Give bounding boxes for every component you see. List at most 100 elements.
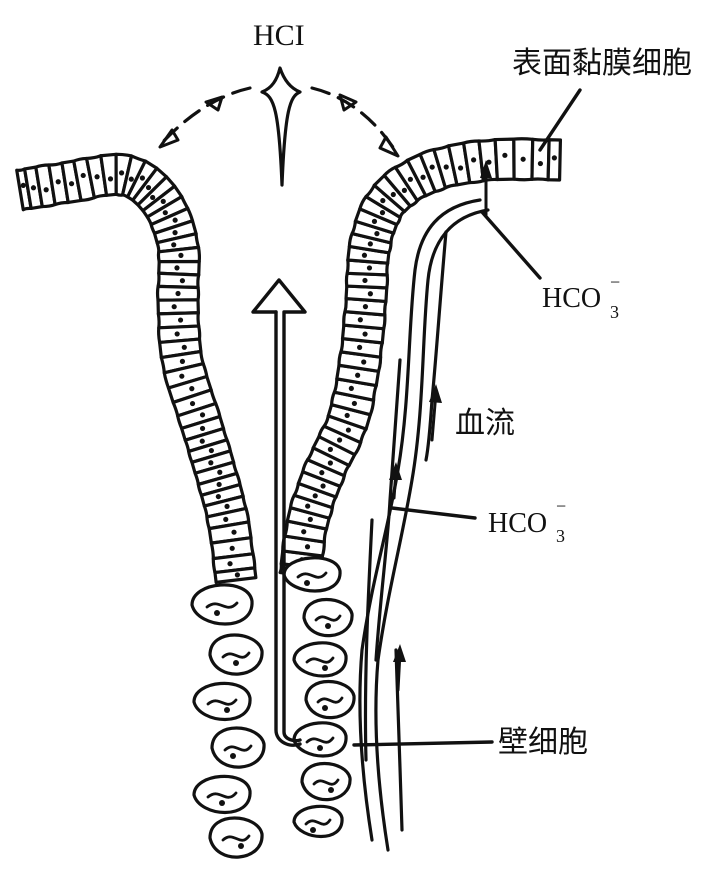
parietal-nucleus xyxy=(214,610,220,616)
parietal-canaliculus xyxy=(221,834,251,842)
right-epithelium-nucleus xyxy=(320,483,326,489)
right-epithelium-nucleus xyxy=(336,437,343,443)
parietal-nucleus xyxy=(224,707,230,713)
left-epithelium-nucleus xyxy=(216,481,222,488)
parietal-nucleus xyxy=(304,580,310,586)
right-epithelium-nucleus xyxy=(327,460,333,466)
left-epithelium-nucleus xyxy=(20,182,26,189)
right-epithelium-nucleus xyxy=(304,544,311,550)
lumen-hcl-arrow xyxy=(251,278,307,747)
parietal-canaliculus xyxy=(206,791,238,799)
left-epithelium-nucleus xyxy=(217,469,223,475)
svg-text:HCO: HCO xyxy=(488,508,547,539)
right-epithelium-nucleus xyxy=(366,265,373,271)
left-epithelium-nucleus xyxy=(208,447,214,454)
parietal-cell-cluster xyxy=(190,556,356,859)
right-epithelium-nucleus xyxy=(305,503,311,509)
right-epithelium-nucleus xyxy=(502,152,508,158)
right-epithelium-nucleus xyxy=(301,529,307,535)
right-epithelium-nucleus xyxy=(361,359,367,365)
left-epithelium-nucleus xyxy=(68,181,75,187)
parietal-nucleus xyxy=(317,745,323,751)
parietal-cell-label: 壁细胞 xyxy=(498,725,588,760)
left-epithelium-nucleus xyxy=(227,561,233,567)
left-epithelium-nucleus xyxy=(128,176,134,182)
left-epithelium-nucleus xyxy=(94,174,100,180)
right-epithelium-nucleus xyxy=(307,516,313,522)
parietal-nucleus xyxy=(230,753,236,759)
parietal-canaliculus xyxy=(305,656,335,664)
parietal-canaliculus xyxy=(305,736,335,744)
left-epithelium-nucleus xyxy=(55,179,61,185)
right-epithelium-nucleus xyxy=(390,191,396,198)
right-epithelium-nucleus xyxy=(357,344,363,350)
left-epithelium-nucleus xyxy=(199,438,205,444)
parietal-nucleus xyxy=(233,660,239,666)
right-epithelium-nucleus xyxy=(537,160,544,167)
right-epithelium-cell xyxy=(493,137,516,182)
left-epithelium-nucleus xyxy=(229,545,235,551)
svg-text:−: − xyxy=(610,272,620,292)
left-epithelium-nucleus xyxy=(224,503,230,509)
left-epithelium-nucleus xyxy=(162,210,168,216)
left-epithelium-nucleus xyxy=(43,187,49,193)
right-epithelium-nucleus xyxy=(367,241,373,247)
left-epithelium-nucleus xyxy=(172,230,178,236)
right-epithelium-nucleus xyxy=(457,165,464,171)
right-epithelium-nucleus xyxy=(355,372,361,378)
left-epithelium-nucleus xyxy=(179,373,185,379)
svg-text:HCO: HCO xyxy=(542,283,601,314)
right-epithelium-nucleus xyxy=(379,210,386,216)
right-epithelium-nucleus xyxy=(443,164,449,170)
right-epithelium-nucleus xyxy=(401,187,407,193)
right-epithelium-nucleus xyxy=(520,156,526,162)
left-epithelium-nucleus xyxy=(171,304,177,310)
left-epithelium-nucleus xyxy=(171,242,177,248)
left-epithelium-nucleus xyxy=(160,198,166,205)
right-epithelium-nucleus xyxy=(486,159,492,165)
right-epithelium-nucleus xyxy=(348,385,354,392)
left-epithelium-nucleus xyxy=(172,217,178,223)
leader-lines xyxy=(352,88,582,747)
bicarbonate-mid-label: HCO 3 − xyxy=(488,496,566,546)
right-epithelium-nucleus xyxy=(407,176,413,182)
left-epithelium-nucleus xyxy=(80,172,86,179)
right-epithelium-nucleus xyxy=(374,231,380,237)
blood-flow-label: 血流 xyxy=(455,406,515,441)
left-epithelium-nucleus xyxy=(231,529,237,535)
parietal-nucleus xyxy=(325,623,331,629)
right-epithelium-nucleus xyxy=(420,174,426,180)
right-epithelium-nucleus xyxy=(371,218,378,224)
svg-text:3: 3 xyxy=(556,526,565,546)
right-epithelium xyxy=(278,137,563,580)
left-epithelium-nucleus xyxy=(189,386,195,392)
parietal-canaliculus xyxy=(221,651,251,659)
parietal-nucleus xyxy=(238,843,244,849)
right-epithelium-nucleus xyxy=(380,198,386,204)
left-epithelium-nucleus xyxy=(178,252,184,258)
parietal-canaliculus xyxy=(296,571,328,579)
left-epithelium-nucleus xyxy=(189,400,196,407)
right-epithelium-cell xyxy=(530,137,551,182)
left-epithelium-nucleus xyxy=(179,278,186,284)
left-epithelium-nucleus xyxy=(118,170,125,176)
parietal-canaliculus xyxy=(312,778,340,786)
left-epithelium-nucleus xyxy=(215,493,221,500)
parietal-nucleus xyxy=(328,787,334,793)
right-epithelium-nucleus xyxy=(362,304,369,310)
left-epithelium-nucleus xyxy=(177,317,184,323)
right-epithelium-nucleus xyxy=(471,157,477,163)
parietal-canaliculus xyxy=(205,601,239,609)
left-epithelium-nucleus xyxy=(208,460,214,466)
left-epithelium-nucleus xyxy=(181,344,187,350)
left-epithelium-nucleus xyxy=(234,572,240,578)
right-epithelium-nucleus xyxy=(312,493,318,499)
right-epithelium-nucleus xyxy=(362,277,368,284)
right-epithelium-nucleus xyxy=(319,470,325,476)
right-epithelium-nucleus xyxy=(327,446,333,452)
left-epithelium-nucleus xyxy=(223,516,229,523)
capillary-vessel xyxy=(358,160,492,852)
svg-text:−: − xyxy=(556,496,566,516)
